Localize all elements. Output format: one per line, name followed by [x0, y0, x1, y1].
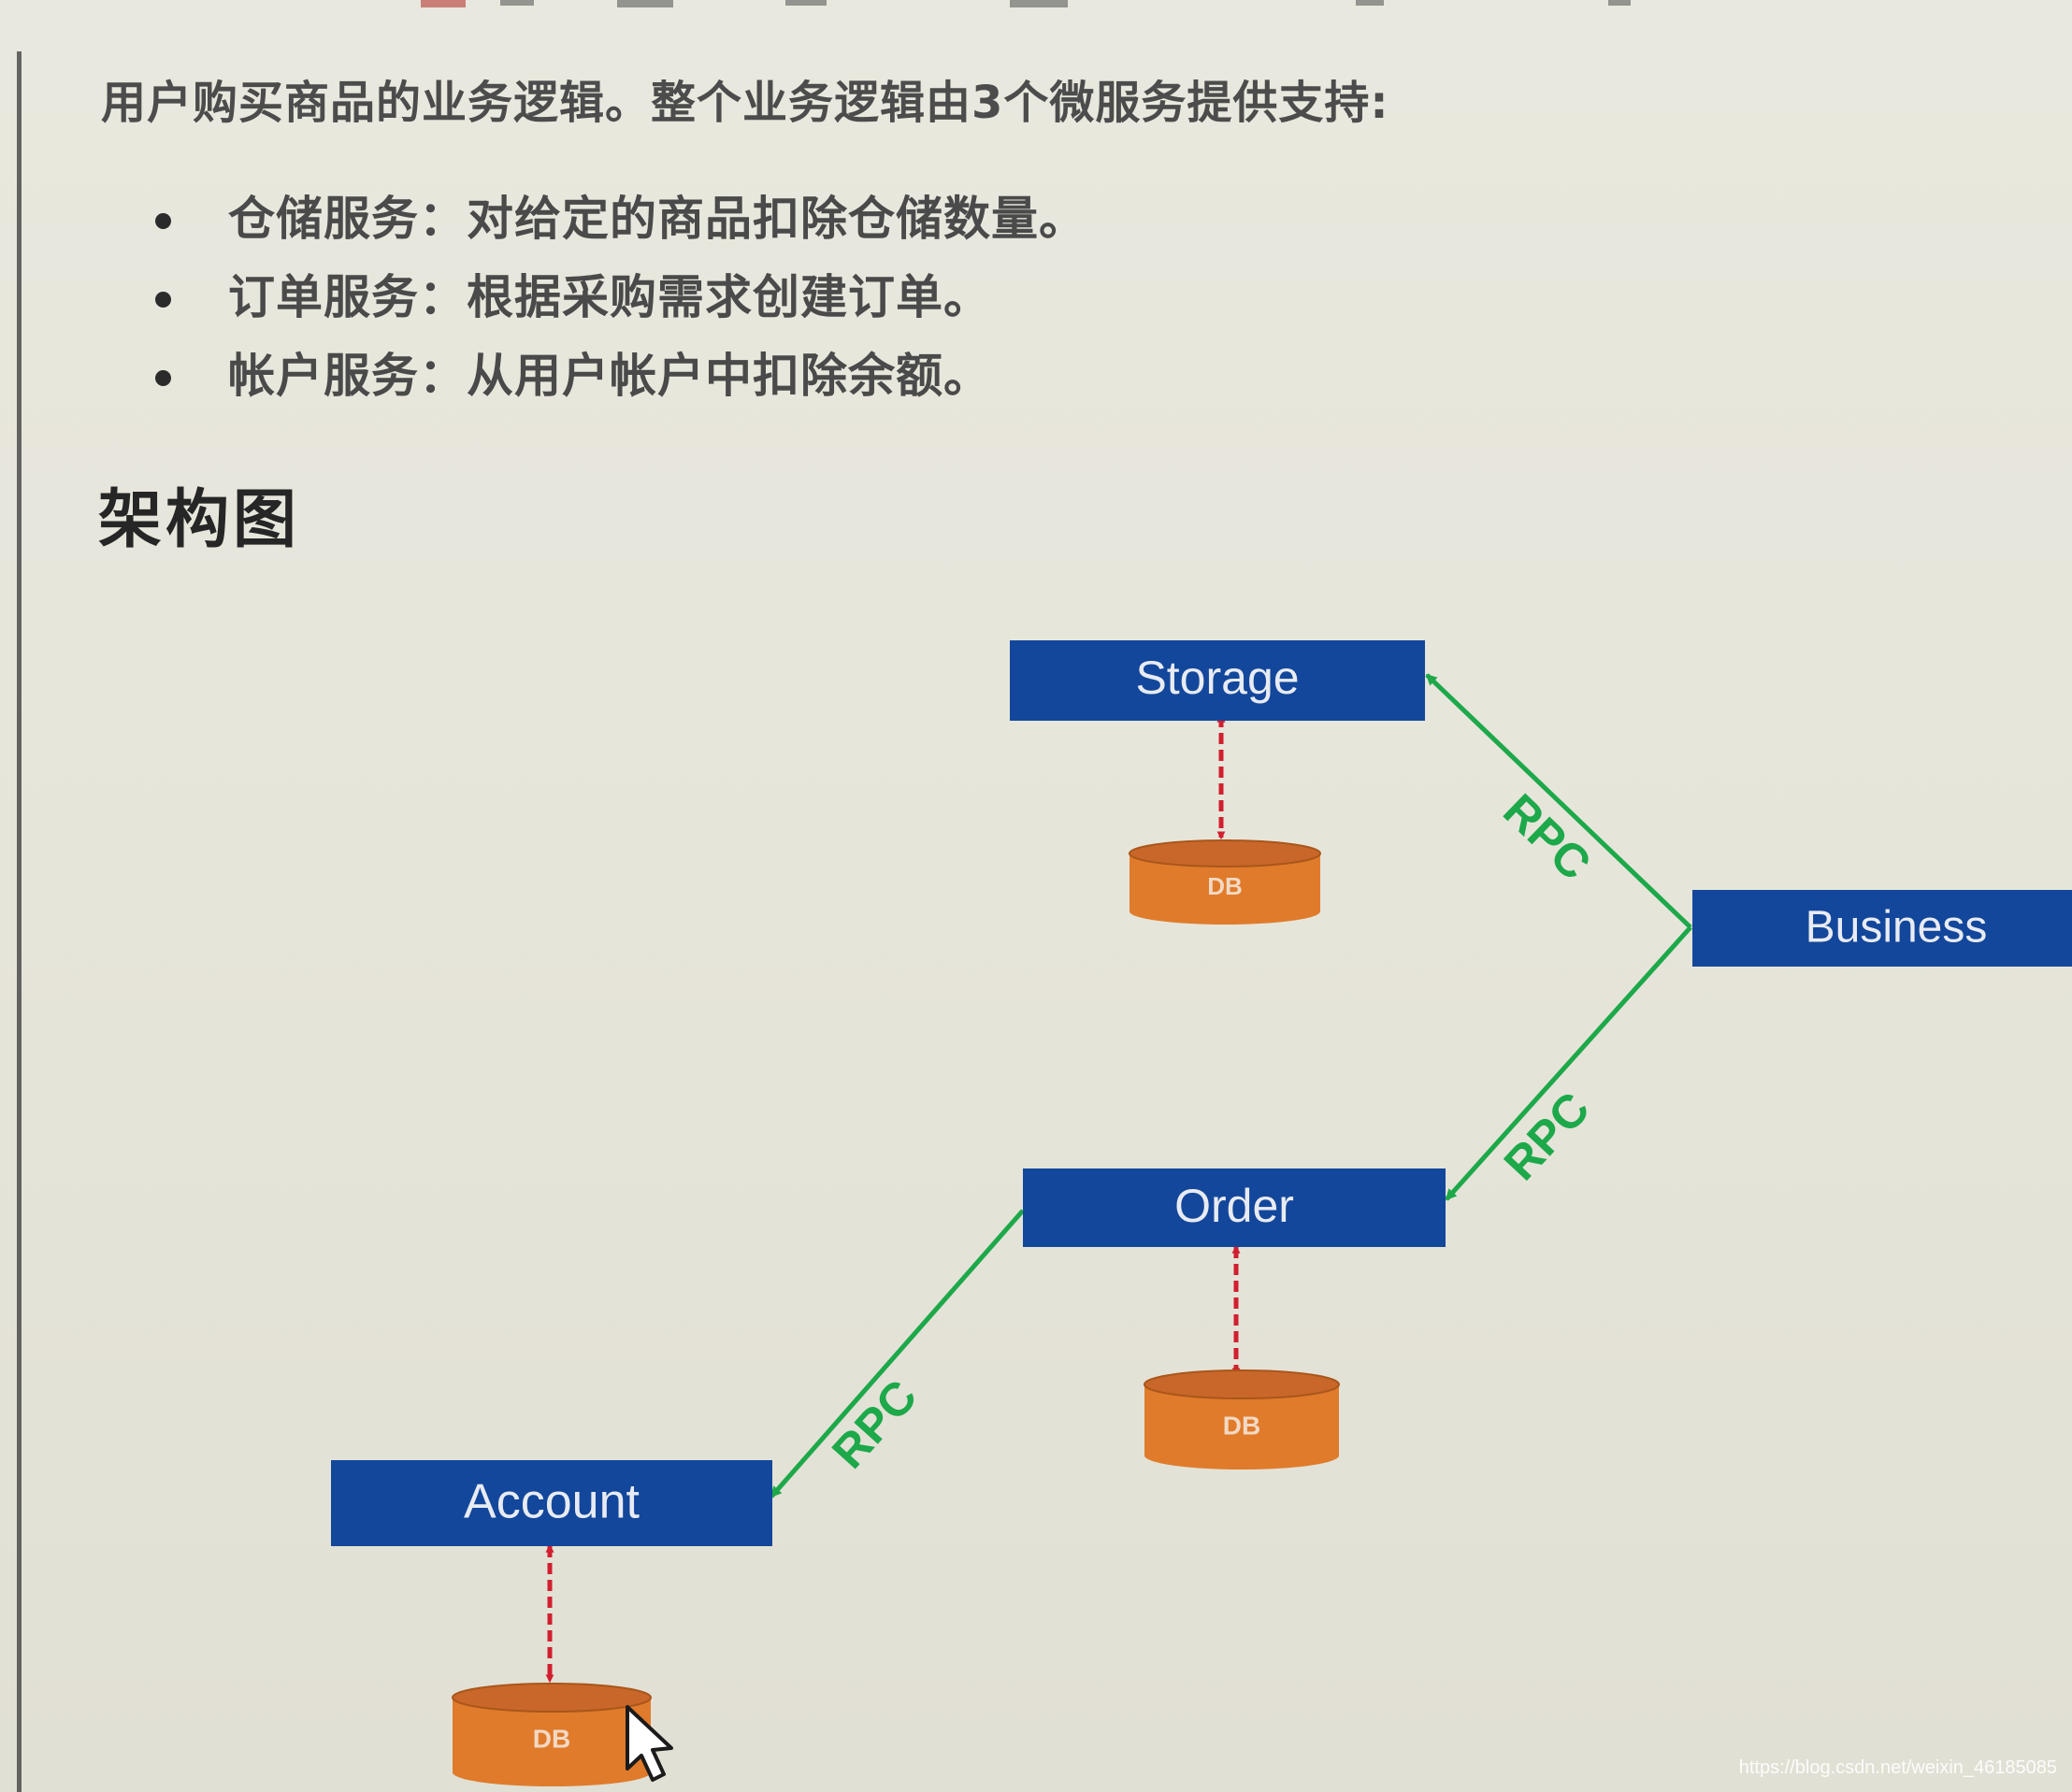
mouse-pointer-icon: [626, 1705, 673, 1782]
db-label-account: DB: [533, 1724, 570, 1753]
top-text-fragments: [421, 0, 1631, 7]
service-bullet-list: 仓储服务：对给定的商品扣除仓储数量。 订单服务：根据采购需求创建订单。 帐户服务…: [150, 179, 1086, 415]
db-label-order: DB: [1223, 1411, 1260, 1440]
left-vertical-rule: [17, 51, 22, 1792]
service-node-account-label: Account: [464, 1475, 640, 1529]
rpc-line-order-account: [770, 1209, 1025, 1498]
rpc-label-business-order: RPC: [1494, 1082, 1600, 1190]
bullet-storage-service: 仓储服务：对给定的商品扣除仓储数量。: [150, 179, 1086, 258]
db-cylinder-account: DB: [452, 1683, 652, 1786]
bullet-account-service: 帐户服务：从用户帐户中扣除余额。: [150, 337, 1086, 415]
service-node-order: Order: [1023, 1168, 1446, 1247]
service-node-storage: Storage: [1010, 640, 1425, 721]
watermark-text: https://blog.csdn.net/weixin_46185085: [1738, 1757, 2057, 1778]
service-node-order-label: Order: [1174, 1180, 1294, 1232]
db-cylinder-order: DB: [1144, 1369, 1340, 1469]
bullet-order-service: 订单服务：根据采购需求创建订单。: [150, 258, 1086, 337]
service-node-storage-label: Storage: [1135, 652, 1299, 704]
rpc-label-business-storage: RPC: [1493, 783, 1601, 890]
intro-paragraph: 用户购买商品的业务逻辑。整个业务逻辑由3个微服务提供支持:: [101, 77, 1389, 129]
service-node-business-label: Business: [1806, 903, 1988, 953]
rpc-line-business-order: [1445, 925, 1692, 1201]
db-cylinder-storage: DB: [1129, 839, 1321, 925]
service-node-account: Account: [331, 1460, 772, 1546]
db-label-storage: DB: [1207, 872, 1243, 900]
service-node-business: Business: [1692, 890, 2072, 967]
rpc-line-business-storage: [1425, 673, 1692, 929]
section-title: 架构图: [98, 483, 301, 557]
